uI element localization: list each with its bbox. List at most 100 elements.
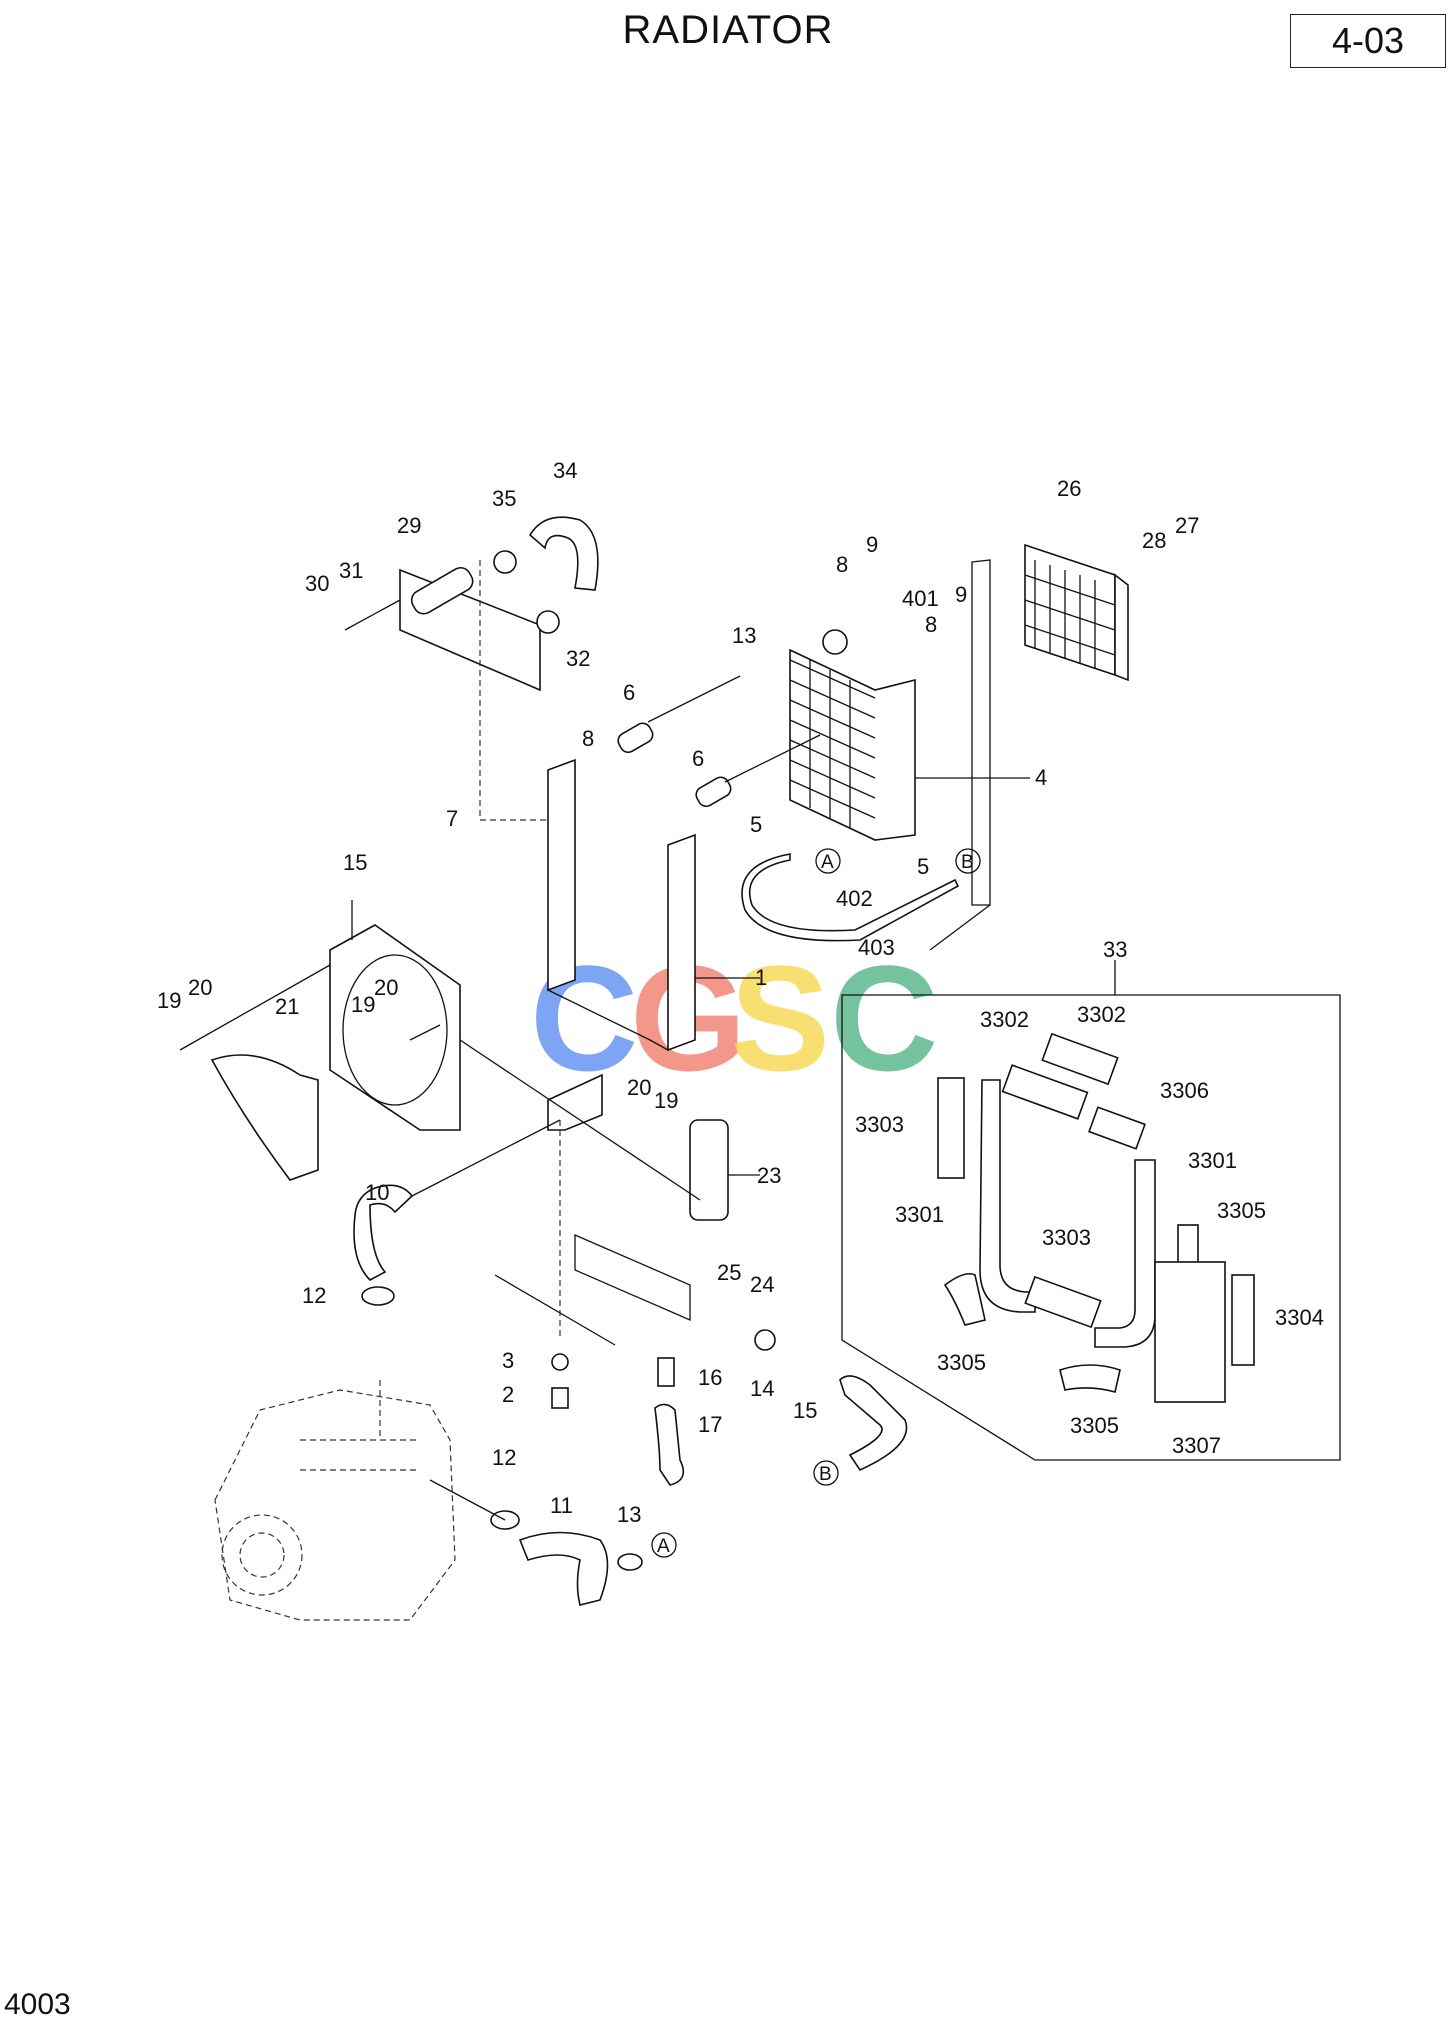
leader-19-20-left <box>179 964 331 1051</box>
seal-3301-right <box>1094 1159 1156 1348</box>
callout-3302-b: 3302 <box>1077 1002 1126 1027</box>
callout-2: 2 <box>502 1382 514 1407</box>
seal-3307 <box>1154 1261 1226 1403</box>
callout-8-c: 8 <box>582 726 594 751</box>
connector-a-upper <box>815 848 841 874</box>
callout-25: 25 <box>717 1260 741 1285</box>
page-title: RADIATOR <box>622 8 834 52</box>
connector-a-lower <box>651 1532 677 1558</box>
callout-19-left: 19 <box>157 988 181 1013</box>
callout-19-center: 19 <box>351 992 375 1017</box>
leader-10 <box>411 1119 561 1197</box>
reserve-tank-23 <box>689 1119 729 1221</box>
callout-12-upper: 12 <box>302 1283 326 1308</box>
seal-3305-bottom <box>1059 1364 1121 1393</box>
leader-19-20-center <box>409 1024 441 1041</box>
callout-29: 29 <box>397 513 421 538</box>
callout-14: 14 <box>750 1376 774 1401</box>
callout-3304: 3304 <box>1275 1305 1324 1330</box>
callout-1: 1 <box>755 965 767 990</box>
connector-b-upper-label: B <box>961 852 974 873</box>
callout-6-lower: 6 <box>692 746 704 771</box>
connector-markers: A B A B <box>651 848 981 1558</box>
callout-15-shroud: 15 <box>343 850 367 875</box>
page-ref-number: 4-03 <box>1331 20 1405 61</box>
oil-cooler-26 <box>1024 543 1129 682</box>
seal-3303-bottom <box>1024 1275 1102 1329</box>
callout-3301-right: 3301 <box>1188 1148 1237 1173</box>
watermark-letter-4: C <box>830 934 938 1102</box>
watermark-letter-1: C <box>530 934 638 1102</box>
callout-21: 21 <box>275 994 299 1019</box>
callout-15-clip: 15 <box>793 1398 817 1423</box>
callout-27: 27 <box>1175 513 1199 538</box>
callout-23: 23 <box>757 1163 781 1188</box>
callout-3305-left: 3305 <box>937 1350 986 1375</box>
callout-30: 30 <box>305 571 329 596</box>
callout-7: 7 <box>446 806 458 831</box>
callout-3305-top: 3305 <box>1217 1198 1266 1223</box>
callout-labels: 34 35 29 30 31 32 13 6 8 9 401 8 9 4 8 6… <box>157 458 1324 1527</box>
clamp-13-lower <box>617 1553 643 1571</box>
callout-20-right: 20 <box>627 1075 651 1100</box>
seal-3302-a <box>1041 1032 1119 1086</box>
footer-code: 4003 <box>4 1988 71 2021</box>
callout-3307: 3307 <box>1172 1433 1221 1458</box>
kit-parts <box>937 1032 1255 1403</box>
fan-guard-21 <box>210 1054 319 1181</box>
callout-6-upper: 6 <box>623 680 635 705</box>
hose-34 <box>528 516 599 591</box>
hose-10 <box>353 1184 414 1281</box>
connector-b-upper <box>955 848 981 874</box>
radiator-cap <box>822 629 848 655</box>
radiator-right-frame <box>971 559 991 906</box>
watermark: C G S C <box>530 934 938 1102</box>
page-ref-box: 4-03 <box>1290 14 1446 68</box>
seal-3303-left <box>937 1077 965 1179</box>
callout-8-b: 8 <box>925 612 937 637</box>
cock-14 <box>754 1329 776 1351</box>
hose-leader <box>929 904 991 951</box>
seal-3301-left <box>979 1079 1036 1313</box>
callout-9-a: 9 <box>866 532 878 557</box>
callout-26: 26 <box>1057 476 1081 501</box>
callout-8-a: 8 <box>836 552 848 577</box>
seal-3304 <box>1231 1274 1255 1366</box>
callout-32: 32 <box>566 646 590 671</box>
callout-5-b: 5 <box>917 854 929 879</box>
grommet-32 <box>536 610 560 634</box>
callout-5-a: 5 <box>750 812 762 837</box>
callout-3301-left: 3301 <box>895 1202 944 1227</box>
watermark-letter-3: S <box>730 934 830 1102</box>
callout-12-lower: 12 <box>492 1445 516 1470</box>
bracket-right <box>667 833 696 1052</box>
callout-33: 33 <box>1103 937 1127 962</box>
hose-11 <box>518 1531 609 1606</box>
connector-a-upper-label: A <box>821 852 834 873</box>
connector-b-lower-label: B <box>819 1464 832 1485</box>
pipe-29 <box>410 566 474 615</box>
callout-403: 403 <box>858 935 895 960</box>
callout-35: 35 <box>492 486 516 511</box>
hose-402-403 <box>741 853 960 942</box>
hose-17 <box>654 1403 685 1486</box>
callout-402: 402 <box>836 886 873 911</box>
base-line <box>494 1274 616 1346</box>
washer-3 <box>551 1353 569 1371</box>
callout-3305-bottom: 3305 <box>1070 1413 1119 1438</box>
connector-a-lower-label: A <box>657 1536 670 1557</box>
assembly-line-upper <box>479 560 548 821</box>
pipe-6-lower <box>695 776 732 808</box>
callout-16: 16 <box>698 1365 722 1390</box>
leader-30-31 <box>344 599 401 631</box>
callout-9-b: 9 <box>955 582 967 607</box>
callout-24: 24 <box>750 1272 774 1297</box>
callout-28: 28 <box>1142 528 1166 553</box>
pipe-line-lower <box>724 734 821 783</box>
kit-outline <box>841 994 1341 1461</box>
callout-11: 11 <box>550 1493 573 1518</box>
plug-2 <box>551 1387 569 1409</box>
engine-outline <box>214 1380 456 1621</box>
mounting-base <box>574 1234 691 1321</box>
